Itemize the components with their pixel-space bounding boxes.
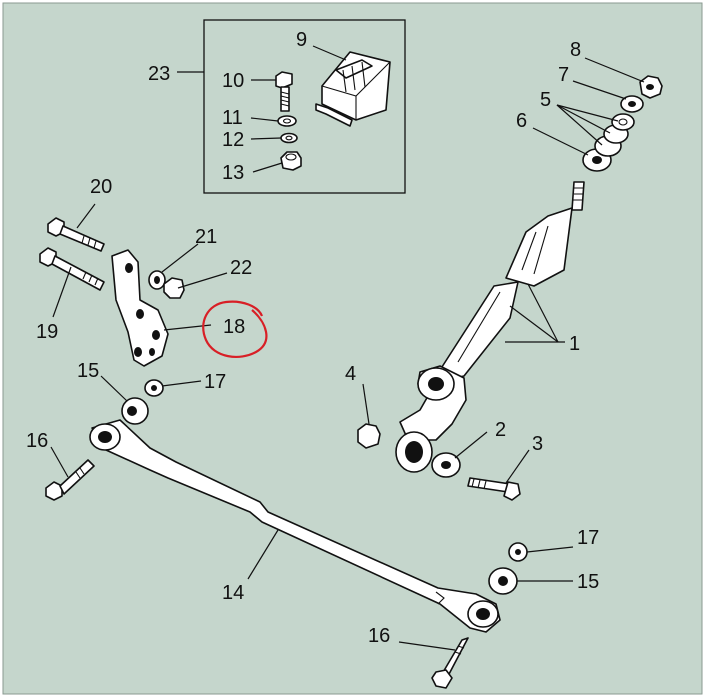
callout-7: 7 xyxy=(558,64,569,86)
part-17-bush-left xyxy=(144,379,164,397)
part-11-washer xyxy=(277,115,297,127)
part-14-rod xyxy=(89,419,501,633)
part-13-nut xyxy=(280,151,302,171)
callout-20: 20 xyxy=(90,176,112,198)
callout-3: 3 xyxy=(532,433,543,455)
callout-18: 18 xyxy=(223,316,245,338)
callout-17-right: 17 xyxy=(577,527,599,549)
part-17-bush-right xyxy=(508,542,528,562)
callout-16-left: 16 xyxy=(26,430,48,452)
callout-6: 6 xyxy=(516,110,527,132)
part-3-bolt xyxy=(467,477,521,501)
part-5-bushes xyxy=(594,113,635,157)
callout-4: 4 xyxy=(345,363,356,385)
part-15-bush-right xyxy=(488,567,518,595)
part-18-bracket xyxy=(111,249,169,367)
callout-11: 11 xyxy=(222,107,243,129)
leader-lines xyxy=(50,45,645,651)
callout-21: 21 xyxy=(195,226,217,248)
part-22-nut xyxy=(163,277,185,299)
inset-kit-box xyxy=(203,19,406,194)
callout-15-left: 15 xyxy=(77,360,99,382)
callout-15-right: 15 xyxy=(577,571,599,593)
part-7-washer xyxy=(620,95,644,113)
part-15-bush-left xyxy=(121,397,149,425)
highlight-circle xyxy=(202,300,268,358)
callout-14: 14 xyxy=(222,582,244,604)
callout-19: 19 xyxy=(36,321,58,343)
callout-2: 2 xyxy=(495,419,506,441)
callout-8: 8 xyxy=(570,39,581,61)
part-16-bolt-left xyxy=(45,459,95,501)
callout-9: 9 xyxy=(296,29,307,51)
part-9-mount xyxy=(315,51,391,127)
part-10-bolt xyxy=(275,71,293,112)
part-2-bush xyxy=(431,452,461,478)
part-12-spring-washer xyxy=(280,132,298,144)
callout-13: 13 xyxy=(222,162,244,184)
callout-23: 23 xyxy=(148,63,170,85)
part-4-nut xyxy=(357,423,381,449)
callout-1: 1 xyxy=(569,333,580,355)
callout-10: 10 xyxy=(222,70,244,92)
part-21-washer xyxy=(148,270,166,290)
callout-12: 12 xyxy=(222,129,244,151)
callout-22: 22 xyxy=(230,257,252,279)
callout-5: 5 xyxy=(540,89,551,111)
part-19-bolt xyxy=(39,247,105,291)
part-8-nut xyxy=(639,75,663,99)
callout-17-left: 17 xyxy=(204,371,226,393)
part-16-bolt-right xyxy=(431,637,469,689)
callout-16-right: 16 xyxy=(368,625,390,647)
part-1-radius-arm xyxy=(395,181,585,473)
part-20-bolt xyxy=(47,217,105,252)
